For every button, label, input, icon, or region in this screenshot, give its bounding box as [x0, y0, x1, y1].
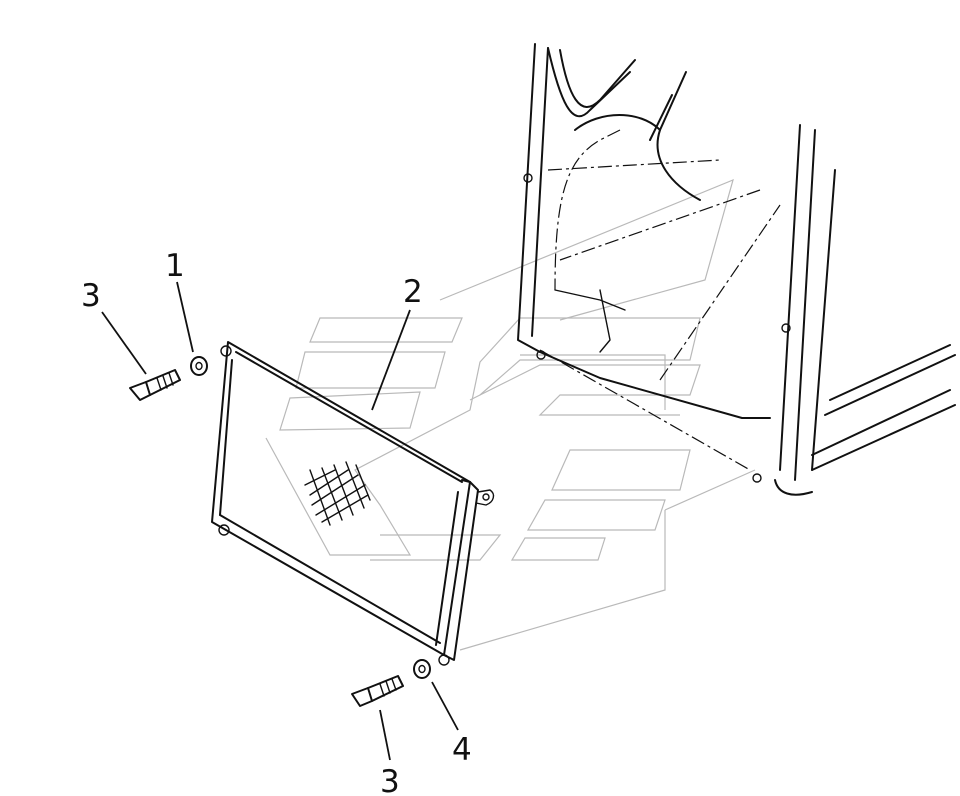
callout-3-bottom: 3 [380, 764, 400, 796]
callout-1: 1 [165, 248, 185, 284]
callout-2: 2 [403, 274, 423, 310]
leader-lines [101, 281, 459, 761]
mesh-detail [304, 461, 371, 526]
bolt-bottom [351, 675, 404, 707]
washer-top [190, 356, 208, 376]
washer-bottom [413, 659, 431, 679]
bolt-top [129, 369, 181, 401]
callout-4: 4 [452, 732, 472, 768]
cab-frame [517, 43, 956, 496]
callout-3-top: 3 [81, 278, 101, 314]
watermark-logo [265, 178, 756, 651]
screen-frame [211, 341, 495, 666]
